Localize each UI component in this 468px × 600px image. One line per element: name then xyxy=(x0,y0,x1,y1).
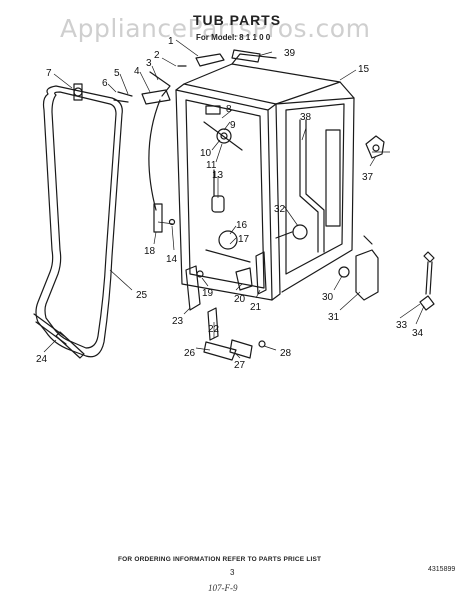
callout-13: 13 xyxy=(212,170,224,181)
tub-interior-details xyxy=(203,105,251,263)
tub-front-frame xyxy=(175,83,281,301)
heater-tube xyxy=(299,119,341,253)
callout-18: 18 xyxy=(144,246,156,257)
callout-7: 7 xyxy=(46,68,52,79)
callout-23: 23 xyxy=(172,316,184,327)
callout-33: 33 xyxy=(396,320,408,331)
callout-6: 6 xyxy=(102,78,108,89)
callout-1: 1 xyxy=(168,36,174,47)
callout-10: 10 xyxy=(200,148,212,159)
left-hinge-bracket xyxy=(153,203,176,233)
side-bracket xyxy=(365,135,385,159)
callout-11: 11 xyxy=(206,160,217,171)
callout-27: 27 xyxy=(234,360,246,371)
callout-28: 28 xyxy=(280,348,292,359)
ordering-info-footer: FOR ORDERING INFORMATION REFER TO PARTS … xyxy=(118,556,322,563)
top-latch xyxy=(177,49,261,67)
callout-2: 2 xyxy=(154,50,160,61)
callout-32: 32 xyxy=(274,204,286,215)
handwritten-note: 107-F-9 xyxy=(208,583,238,593)
callout-21: 21 xyxy=(250,302,262,313)
callout-4: 4 xyxy=(134,66,140,77)
callout-30: 30 xyxy=(322,292,334,303)
callout-38: 38 xyxy=(300,112,312,123)
callout-26: 26 xyxy=(184,348,196,359)
drain-hose xyxy=(419,251,435,311)
tub-body xyxy=(183,53,355,293)
callout-20: 20 xyxy=(234,294,246,305)
callout-5: 5 xyxy=(114,68,120,79)
callout-8: 8 xyxy=(226,104,232,115)
callout-34: 34 xyxy=(412,328,424,339)
page-number: 3 xyxy=(230,568,235,577)
callout-15: 15 xyxy=(358,64,370,75)
gasket-clip xyxy=(33,313,85,359)
callout-39: 39 xyxy=(284,48,296,59)
document-part-number: 4315899 xyxy=(428,566,456,573)
lower-bracket-parts xyxy=(185,251,267,361)
callout-22: 22 xyxy=(208,324,220,335)
callout-9: 9 xyxy=(230,120,236,131)
callout-24: 24 xyxy=(36,354,48,365)
callout-19: 19 xyxy=(202,288,214,299)
hinge-assembly xyxy=(73,71,171,211)
callout-25: 25 xyxy=(136,290,148,301)
callout-16: 16 xyxy=(236,220,248,231)
door-gasket xyxy=(35,85,123,358)
callout-31: 31 xyxy=(328,312,340,323)
diagram-title: TUB PARTS xyxy=(193,12,282,28)
callout-3: 3 xyxy=(146,58,152,69)
callout-37: 37 xyxy=(362,172,374,183)
watermark: AppliancePartsPros.com xyxy=(60,14,371,43)
diagram-subtitle: For Model: 8 1 1 0 0 xyxy=(196,33,271,42)
callout-labels: 1 2 3 4 5 6 7 8 9 10 11 13 14 15 16 17 1… xyxy=(36,36,424,371)
callout-14: 14 xyxy=(166,254,178,265)
callout-17: 17 xyxy=(238,234,250,245)
leader-lines xyxy=(43,39,425,359)
fill-valve-assembly xyxy=(275,224,379,301)
